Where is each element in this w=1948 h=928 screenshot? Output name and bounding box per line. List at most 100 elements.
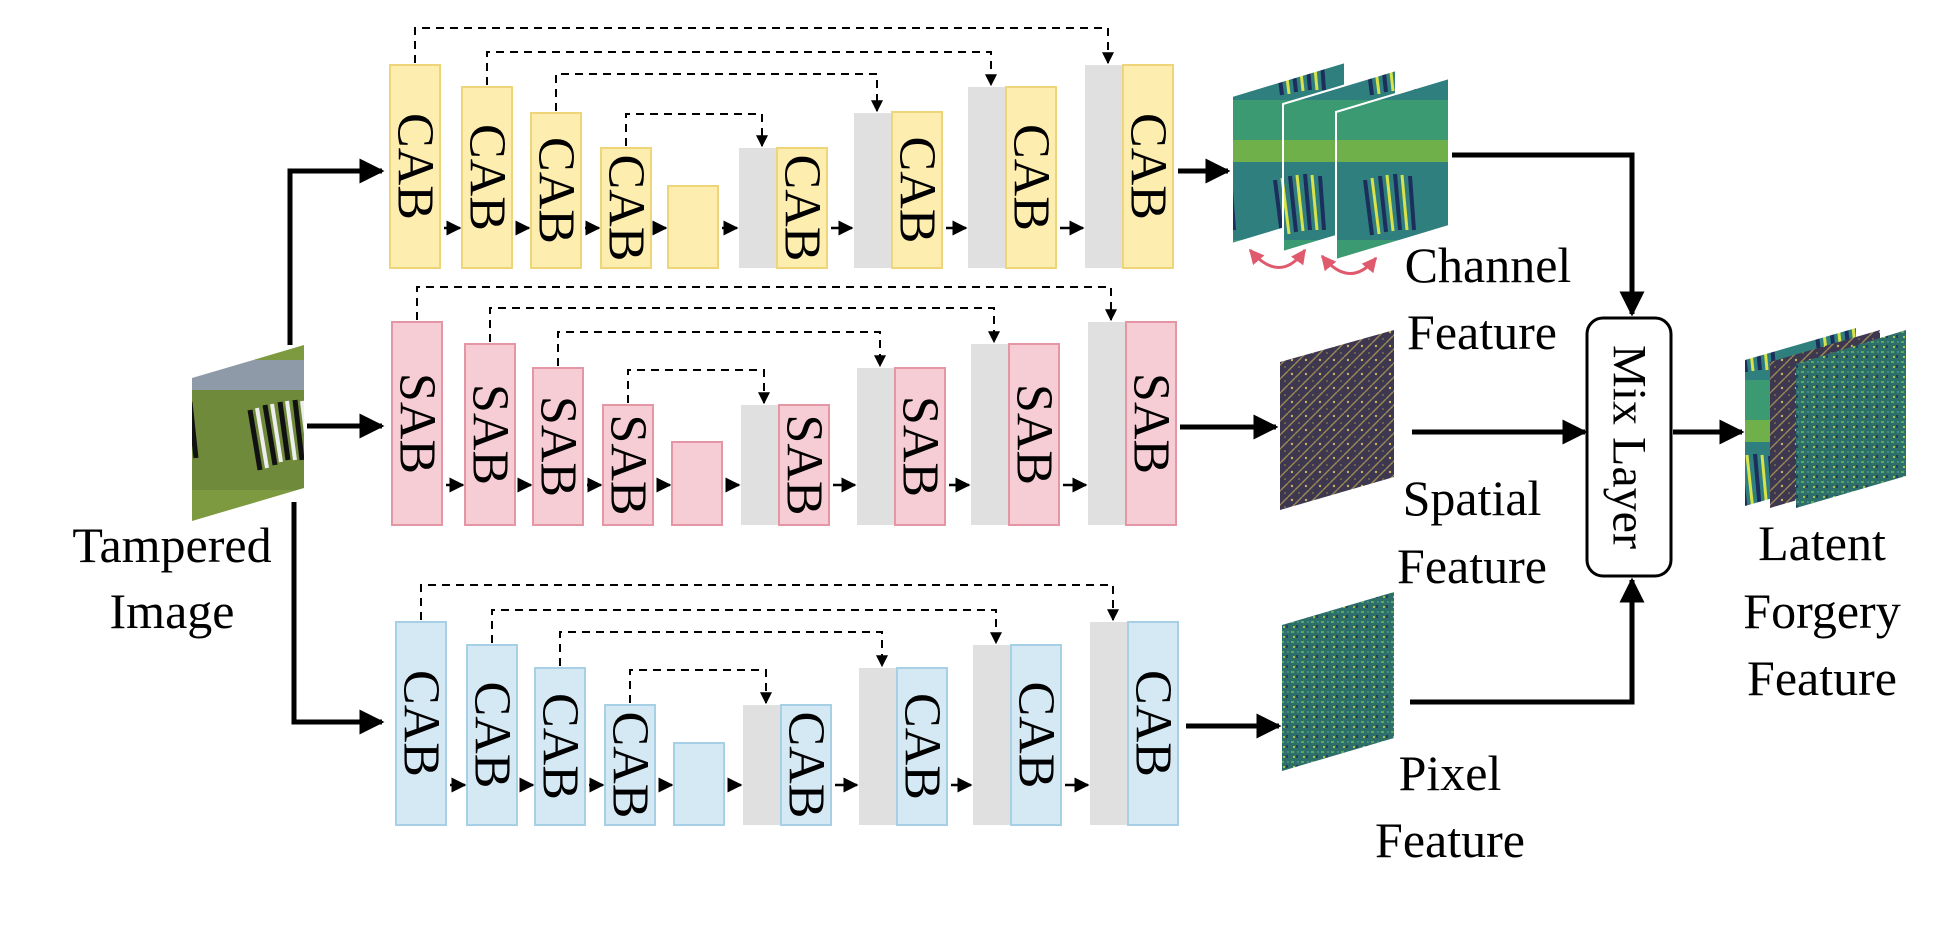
spatial-block-label-dec1: SAB [776,414,833,515]
pixel-decoder-block-1 [780,704,832,826]
spatial-feature-label-line1: Spatial [1403,470,1542,526]
pixel-bottleneck-block [673,742,725,826]
spatial-decoder-block-2 [894,367,946,526]
spatial-encoder-block-3 [532,367,584,526]
pixel-feature-label-line2: Feature [1375,812,1525,868]
pixel-skip-connection [629,669,772,705]
channel-skip-connection [486,51,997,87]
channel-swap-arrow-1 [1248,248,1307,269]
pixel-decoder-block-4 [1127,621,1179,826]
spatial-skip-connection [557,331,886,368]
spatial-block-label-enc4: SAB [600,414,657,515]
channel-concat-block-3 [968,87,1006,268]
channel-block-label-enc3: CAB [528,137,585,244]
spatial-encoder-block-4 [602,404,654,526]
spatial-block-label-enc2: SAB [462,384,519,485]
spatial-block-label-enc1: SAB [389,373,446,474]
spatial-encoder-block-1 [391,321,443,526]
spatial-skip-connection [416,286,1117,322]
channel-block-label-enc4: CAB [598,155,655,262]
channel-decoder-block-2 [891,111,943,269]
channel-skip-connection [555,73,883,113]
tampered-image-label-line2: Image [110,583,235,639]
pixel-feature-label-line1: Pixel [1399,745,1502,801]
mix-layer-block: Mix Layer [1585,316,1673,578]
spatial-block-label-dec3: SAB [1006,384,1063,485]
spatial-feature-label-line2: Feature [1397,538,1547,594]
mix-layer-label: Mix Layer [1603,345,1656,549]
spatial-block-label-dec2: SAB [892,396,949,497]
spatial-concat-block-4 [1088,322,1126,525]
spatial-encoder-block-2 [464,343,516,526]
channel-block-label-dec2: CAB [889,137,946,244]
pixel-encoder-block-1 [395,621,447,826]
channel-skip-connection [625,113,768,148]
pixel-block-label-dec1: CAB [778,712,835,819]
spatial-concat-block-3 [971,344,1009,525]
channel-block-label-dec4: CAB [1120,113,1177,220]
channel-swap-arrow-2 [1320,254,1378,275]
channel-feature-label-line1: Channel [1405,237,1572,293]
pixel-block-label-enc3: CAB [532,693,589,800]
channel-concat-block-2 [854,113,892,268]
output-label-line1: Latent [1758,515,1886,571]
spatial-feature-map [1280,330,1394,510]
channel-block-label-dec3: CAB [1003,124,1060,231]
spatial-bottleneck-block [671,441,723,526]
pixel-block-label-dec3: CAB [1008,682,1065,789]
pixel-encoder-block-4 [604,704,656,826]
channel-feature-maps [1231,60,1450,275]
spatial-block-label-enc3: SAB [530,396,587,497]
pixel-concat-block-1 [743,705,781,825]
pixel-skip-connection [491,609,1002,645]
channel-encoder-block-1 [389,64,441,269]
pixel-encoder-block-3 [534,667,586,826]
pixel-block-label-dec2: CAB [894,693,951,800]
pixel-skip-connection [559,631,888,668]
spatial-concat-block-2 [857,368,895,525]
pixel-concat-block-3 [973,645,1011,825]
channel-block-label-dec1: CAB [774,155,831,262]
pixel-decoder-block-3 [1010,644,1062,826]
spatial-decoder-block-4 [1125,321,1177,526]
tampered-image-thumbnail [192,345,304,521]
pixel-block-label-enc2: CAB [464,682,521,789]
channel-skip-connection [414,27,1114,65]
channel-encoder-block-4 [600,147,652,269]
channel-concat-block-1 [739,148,777,268]
spatial-block-label-dec4: SAB [1123,373,1180,474]
output-label-line2: Forgery [1743,583,1900,639]
spatial-skip-connection [627,369,770,405]
pixel-block-label-enc4: CAB [602,712,659,819]
pixel-feature-map [1282,592,1394,771]
pixel-decoder-block-2 [896,667,948,826]
pixel-encoder-block-2 [466,644,518,826]
spatial-decoder-block-1 [778,404,830,526]
tampered-image-label-line1: Tampered [72,517,271,573]
channel-block-label-enc2: CAB [459,124,516,231]
pixel-skip-connection [420,584,1119,622]
pixel-concat-block-2 [859,668,897,825]
feature-output-arrows [1178,158,1282,739]
channel-encoder-block-2 [461,86,513,269]
channel-block-label-enc1: CAB [387,113,444,220]
channel-decoder-block-4 [1122,64,1174,269]
channel-bottleneck-block [667,185,719,269]
spatial-concat-block-1 [741,405,779,525]
pixel-concat-block-4 [1090,622,1128,825]
channel-decoder-block-1 [776,147,828,269]
channel-decoder-block-3 [1005,86,1057,269]
spatial-decoder-block-3 [1008,343,1060,526]
mix-input-arrows [1410,152,1745,705]
channel-encoder-block-3 [530,112,582,269]
latent-forgery-feature-maps [1745,328,1906,508]
channel-feature-label-line2: Feature [1407,304,1557,360]
pixel-block-label-dec4: CAB [1125,670,1182,777]
input-routing-arrows [287,158,385,735]
spatial-skip-connection [489,307,1000,344]
